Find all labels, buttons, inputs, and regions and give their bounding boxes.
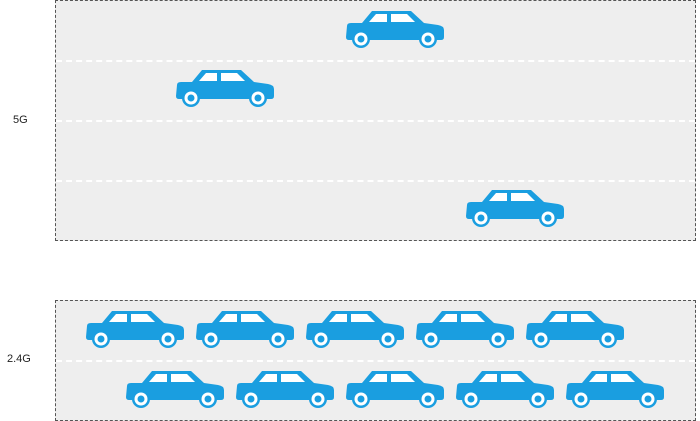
lane-divider: [56, 360, 695, 362]
car-icon: [456, 371, 554, 408]
car-icon: [526, 311, 624, 348]
car-icon: [126, 371, 224, 408]
lane-divider: [56, 60, 695, 62]
band-5g-road: [55, 0, 696, 241]
car-icon: [566, 371, 664, 408]
car-icon: [236, 371, 334, 408]
car-icon: [346, 11, 444, 48]
car-icon: [196, 311, 294, 348]
lane-divider: [56, 120, 695, 122]
band-5g-label: 5G: [13, 114, 28, 126]
car-icon: [306, 311, 404, 348]
car-icon: [346, 371, 444, 408]
car-icon: [86, 311, 184, 348]
band-24g-label: 2.4G: [7, 353, 31, 365]
lane-divider: [56, 180, 695, 182]
car-icon: [176, 70, 274, 107]
car-icon: [416, 311, 514, 348]
car-icon: [466, 190, 564, 227]
